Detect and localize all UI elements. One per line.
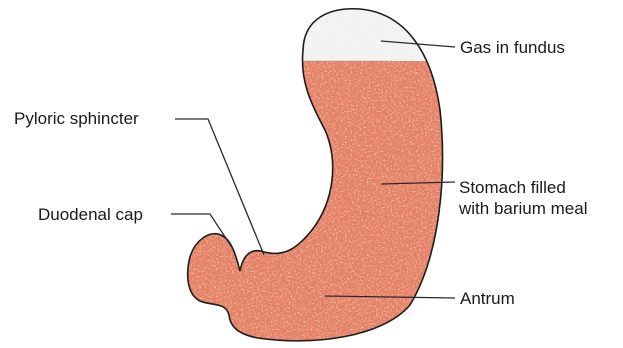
stomach-body [180,0,450,348]
label-stomach-filled-line-2: with barium meal [459,198,588,219]
label-stomach-filled-line-1: Stomach filled [459,177,588,198]
label-pyloric-sphincter: Pyloric sphincter [14,108,139,129]
label-stomach-filled-with-barium-meal: Stomach filled with barium meal [459,177,588,219]
gas-region [290,0,450,61]
label-duodenal-cap: Duodenal cap [38,204,143,225]
label-antrum: Antrum [460,288,515,309]
label-gas-in-fundus: Gas in fundus [460,37,565,58]
